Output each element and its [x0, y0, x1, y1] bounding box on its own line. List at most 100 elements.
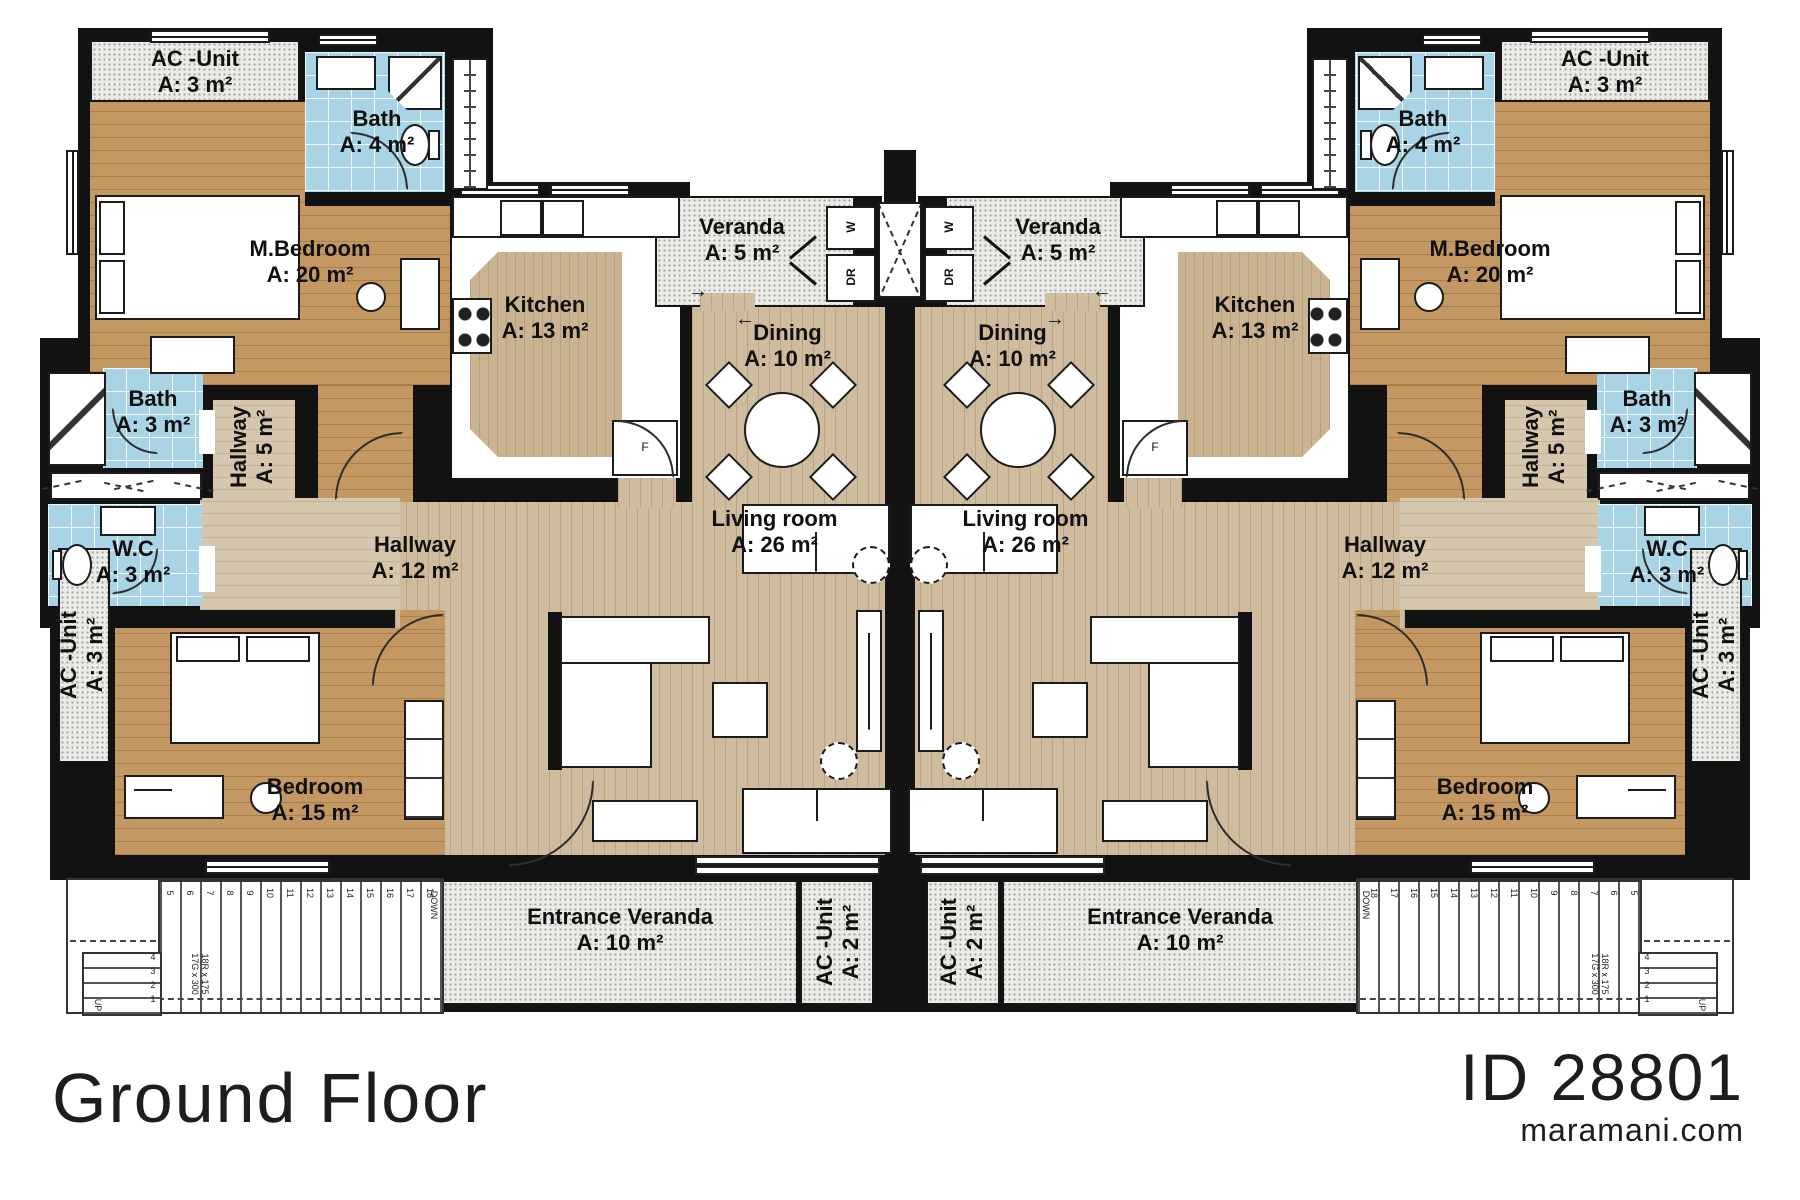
m-bed-pillow-1 [1675, 201, 1701, 255]
living-sofa-l-arm [1090, 616, 1240, 664]
kitchen-door-gap [618, 478, 676, 508]
plan-id: ID 28801 [1460, 1040, 1744, 1114]
linen-closet [1586, 472, 1758, 500]
m-bedroom-chair [356, 282, 386, 312]
wc-sink [100, 506, 156, 536]
bedroom-desk [124, 775, 224, 819]
deck-slat-2 [695, 866, 880, 875]
kitchen-door-gap [1124, 478, 1182, 508]
room-label-kitchen: Kitchen A: 13 m² [1211, 292, 1299, 343]
room-label-hallway-main: Hallway A: 12 m² [371, 532, 459, 583]
bedroom-pillow-1 [1560, 636, 1624, 662]
dryer-label: DR [844, 268, 858, 286]
bath-main-toilet-tank [428, 130, 440, 160]
stairs-up-label: UP [93, 998, 103, 1012]
entry-console [1102, 800, 1208, 842]
plan-id-block: ID 28801 maramani.com [1460, 1042, 1744, 1148]
room-label-veranda: Veranda A: 5 m² [699, 214, 785, 265]
room-label-m-bedroom: M.Bedroom A: 20 m² [1429, 236, 1551, 287]
entrance-veranda-floor [406, 880, 798, 1005]
room-label-ac-unit-side: AC -Unit A: 3 m² [1688, 611, 1739, 699]
bedroom-chair [250, 782, 282, 814]
room-label-hallway-small: Hallway A: 5 m² [226, 406, 277, 488]
veranda-door-arrow: → [688, 280, 708, 302]
washer-box [826, 206, 876, 250]
linen-closet [42, 472, 214, 500]
room-label-ac-unit-bottom: AC -Unit A: 2 m² [812, 898, 863, 986]
stairs-lower-flight [82, 952, 162, 1016]
bath-main-sink [316, 56, 376, 90]
sofa-back-wall [548, 612, 562, 770]
bedroom-pillow-2 [1490, 636, 1554, 662]
dryer-box [826, 254, 876, 302]
window-top [1530, 30, 1650, 43]
room-label-bedroom: Bedroom A: 15 m² [266, 774, 364, 825]
bath-small-shower [48, 372, 106, 466]
landing-dashed-line [70, 940, 156, 942]
stairs-spec: 18R x 175 17G x 300 [1590, 934, 1610, 1014]
deck-slat-1 [920, 856, 1105, 865]
stairs-down-label: DOWN [1361, 890, 1371, 920]
room-label-bath-small: Bath A: 3 m² [1609, 386, 1685, 437]
dining-door-arrow: ← [735, 308, 755, 330]
living-sofa-l-arm [560, 616, 710, 664]
room-label-hallway-main: Hallway A: 12 m² [1341, 532, 1429, 583]
stairs-going-spec: 17G x 300 [1590, 953, 1600, 995]
room-label-veranda: Veranda A: 5 m² [1015, 214, 1101, 265]
stairs-going-spec: 17G x 300 [190, 953, 200, 995]
room-label-bath-main: Bath A: 4 m² [1385, 106, 1461, 157]
kitchen-stove [452, 298, 492, 354]
window-bedroom [1470, 860, 1595, 874]
room-label-ac-unit-top: AC -Unit A: 3 m² [151, 46, 239, 97]
dining-table [980, 392, 1056, 468]
m-bed-pillow-1 [99, 201, 125, 255]
door-gap-bath-small [199, 410, 215, 454]
room-label-kitchen: Kitchen A: 13 m² [501, 292, 589, 343]
tv-console [856, 610, 882, 752]
washer-label: W [844, 221, 858, 233]
bath-main-sink [1424, 56, 1484, 90]
wc-toilet-bowl [62, 544, 92, 586]
bedroom-desk [1576, 775, 1676, 819]
plant-1 [852, 546, 890, 584]
bedroom-door-gap [400, 610, 445, 630]
coffee-table [712, 682, 768, 738]
landing-dashed-line [1644, 940, 1730, 942]
veranda-door-arrow: → [1092, 280, 1112, 302]
sofa-back-wall [1238, 612, 1252, 770]
room-label-living: Living room A: 26 m² [711, 506, 838, 557]
room-label-ac-unit-top: AC -Unit A: 3 m² [1561, 46, 1649, 97]
unit-right: W DR F [900, 0, 1800, 1200]
ac-unit-bottom-floor [800, 880, 874, 1005]
m-bed-pillow-2 [1675, 260, 1701, 314]
room-label-living: Living room A: 26 m² [962, 506, 1089, 557]
room-label-bedroom: Bedroom A: 15 m² [1436, 774, 1534, 825]
floor-title: Ground Floor [52, 1059, 489, 1137]
hallway-small-floor [213, 400, 295, 502]
room-label-dining: Dining A: 10 m² [744, 320, 831, 371]
bath-main-toilet-bowl [400, 124, 430, 166]
living-sofa-bottom [908, 788, 1058, 854]
m-bedroom-dresser [1565, 336, 1650, 374]
stairs-dashed-line [158, 998, 440, 1000]
door-gap-wc [199, 546, 215, 592]
window-bath-main [318, 34, 378, 46]
stairs-up-label: UP [1697, 998, 1707, 1012]
kitchen-fridge: F [612, 420, 678, 476]
bedroom-pillow-1 [176, 636, 240, 662]
kitchen-island [470, 252, 622, 457]
hallway-main-floor [200, 498, 400, 610]
window-kitchen-2 [550, 184, 630, 196]
room-label-m-bedroom: M.Bedroom A: 20 m² [249, 236, 371, 287]
m-bedroom-entry-floor [318, 385, 413, 503]
m-bedroom-bed [95, 195, 300, 320]
kitchen-island [1178, 252, 1330, 457]
coffee-table [1032, 682, 1088, 738]
m-bed-pillow-2 [99, 260, 125, 314]
ac-unit-top-floor [90, 40, 300, 102]
plant-2 [820, 742, 858, 780]
